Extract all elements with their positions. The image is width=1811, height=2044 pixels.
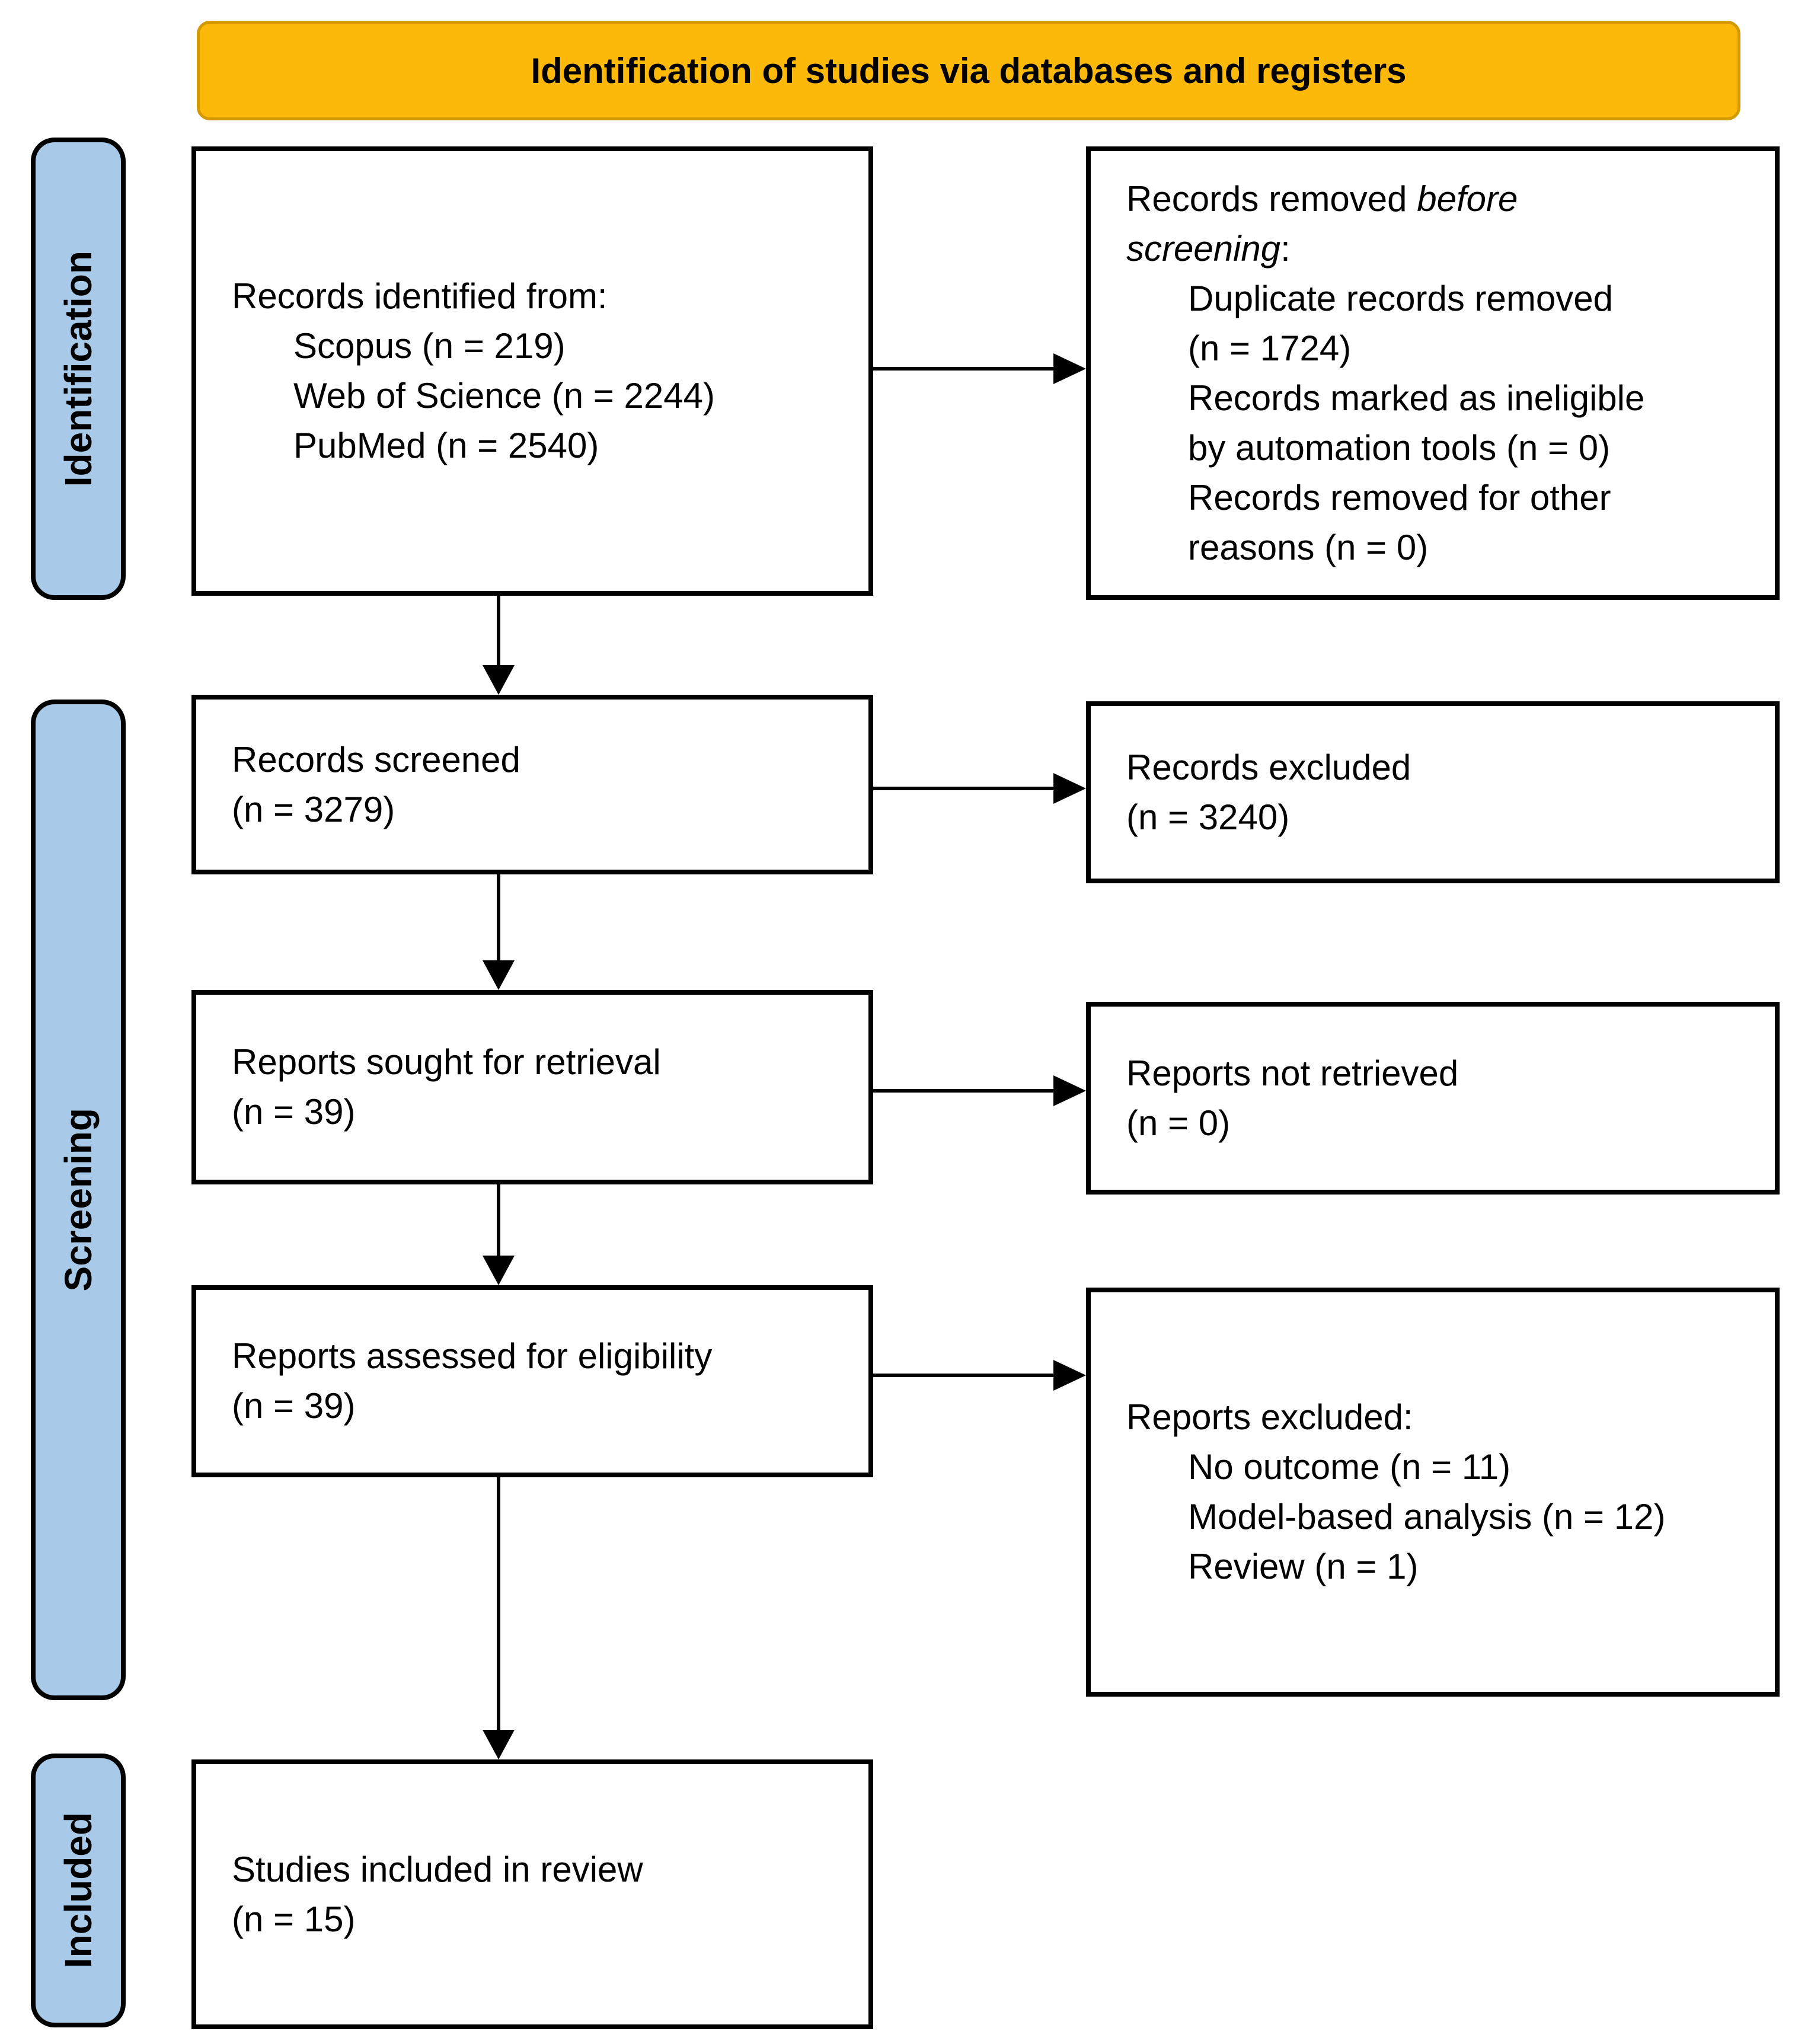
- records-screened-count: (n = 3279): [232, 789, 395, 829]
- arrow-sought-to-assessed-head: [483, 1256, 515, 1285]
- box-records-screened: Records screened (n = 3279): [191, 695, 873, 874]
- arrow-identified-to-screened-head: [483, 665, 515, 695]
- records-identified-item: PubMed (n = 2540): [293, 426, 599, 465]
- stage-label-included-text: Included: [57, 1812, 100, 1969]
- box-records-identified: Records identified from: Scopus (n = 219…: [191, 146, 873, 596]
- arrow-identified-to-removed-head: [1053, 353, 1086, 384]
- stage-label-screening-text: Screening: [57, 1108, 100, 1292]
- arrow-assessed-to-reports-excluded-line: [873, 1374, 1053, 1377]
- arrow-screened-to-sought-head: [483, 960, 515, 990]
- arrow-assessed-to-included-line: [497, 1477, 500, 1730]
- records-identified-item: Web of Science (n = 2244): [293, 376, 715, 416]
- studies-included-count: (n = 15): [232, 1899, 356, 1939]
- studies-included-text: Studies included in review: [232, 1849, 643, 1889]
- box-reports-sought: Reports sought for retrieval (n = 39): [191, 990, 873, 1184]
- stage-label-included: Included: [31, 1754, 126, 2027]
- reports-sought-count: (n = 39): [232, 1092, 356, 1132]
- arrow-assessed-to-reports-excluded-head: [1053, 1360, 1086, 1391]
- arrow-sought-to-not-retrieved-line: [873, 1089, 1053, 1093]
- box-studies-included: Studies included in review (n = 15): [191, 1759, 873, 2029]
- records-excluded-count: (n = 3240): [1126, 797, 1290, 837]
- arrow-identified-to-screened-line: [497, 596, 500, 665]
- records-identified-title: Records identified from:: [232, 276, 608, 316]
- arrow-screened-to-excluded-head: [1053, 773, 1086, 804]
- box-reports-excluded: Reports excluded: No outcome (n = 11) Mo…: [1086, 1288, 1780, 1697]
- stage-label-screening: Screening: [31, 700, 126, 1700]
- box-records-removed: Records removed before screening: Duplic…: [1086, 146, 1780, 600]
- reports-sought-text: Reports sought for retrieval: [232, 1042, 661, 1082]
- records-removed-item: Duplicate records removed (n = 1724): [1188, 278, 1613, 368]
- reports-excluded-item: Review (n = 1): [1188, 1547, 1419, 1586]
- records-removed-item: Records removed for other reasons (n = 0…: [1188, 477, 1611, 567]
- banner-title: Identification of studies via databases …: [531, 50, 1407, 91]
- box-reports-not-retrieved: Reports not retrieved (n = 0): [1086, 1002, 1780, 1195]
- box-reports-assessed: Reports assessed for eligibility (n = 39…: [191, 1285, 873, 1477]
- records-excluded-text: Records excluded: [1126, 747, 1411, 787]
- records-removed-title-line2: screening:: [1126, 228, 1291, 269]
- reports-assessed-text: Reports assessed for eligibility: [232, 1336, 713, 1376]
- arrow-screened-to-excluded-line: [873, 787, 1053, 790]
- reports-assessed-count: (n = 39): [232, 1386, 356, 1426]
- reports-excluded-item: Model-based analysis (n = 12): [1188, 1497, 1666, 1537]
- records-removed-title-line1: Records removed before: [1126, 178, 1518, 219]
- reports-excluded-title: Reports excluded:: [1126, 1397, 1413, 1437]
- stage-label-identification: Identification: [31, 138, 126, 600]
- arrow-screened-to-sought-line: [497, 874, 500, 960]
- box-records-excluded: Records excluded (n = 3240): [1086, 701, 1780, 883]
- reports-not-retrieved-count: (n = 0): [1126, 1103, 1231, 1143]
- arrow-assessed-to-included-head: [483, 1730, 515, 1759]
- arrow-sought-to-assessed-line: [497, 1184, 500, 1256]
- reports-not-retrieved-text: Reports not retrieved: [1126, 1053, 1459, 1093]
- banner: Identification of studies via databases …: [197, 21, 1740, 120]
- records-screened-text: Records screened: [232, 739, 520, 780]
- arrow-sought-to-not-retrieved-head: [1053, 1075, 1086, 1106]
- arrow-identified-to-removed-line: [873, 367, 1053, 371]
- records-identified-item: Scopus (n = 219): [293, 326, 566, 366]
- reports-excluded-item: No outcome (n = 11): [1188, 1447, 1511, 1487]
- records-removed-item: Records marked as ineligible by automati…: [1188, 378, 1645, 468]
- stage-label-identification-text: Identification: [57, 250, 100, 487]
